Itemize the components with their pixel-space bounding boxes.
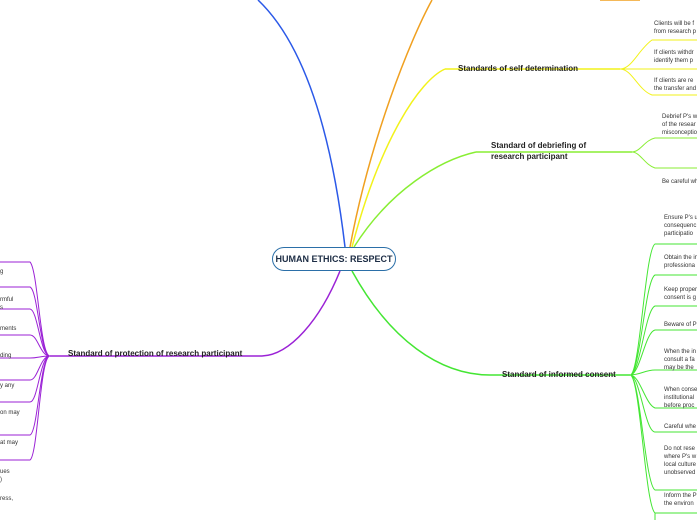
informed-consent-leaf[interactable]: consult a fa <box>664 357 695 363</box>
connector-self-determination <box>351 68 446 248</box>
self-determination-leaf[interactable]: from research p <box>654 29 697 35</box>
connector-blue <box>257 0 346 248</box>
self-determination-leaf[interactable]: Clients will be f <box>654 21 695 27</box>
informed-consent-leaf[interactable]: Obtain the in <box>664 255 697 261</box>
protection-leaf[interactable]: ress, <box>0 496 14 502</box>
informed-consent-leaf[interactable]: the environ <box>664 501 694 507</box>
protection-leaf[interactable]: rmful <box>0 297 14 303</box>
debriefing-leaf[interactable]: of the resear <box>662 122 696 128</box>
connector-debriefing <box>353 151 477 248</box>
debriefing-leaf[interactable]: misconceptio <box>662 130 697 136</box>
protection-leaf[interactable]: ding <box>0 353 12 359</box>
protection-leaf[interactable]: ments <box>0 326 17 332</box>
informed-consent-leaf[interactable]: Ensure P's u <box>664 215 697 221</box>
self-determination-leaf[interactable]: If clients are re <box>654 78 694 84</box>
informed-consent-leaf[interactable]: may be the <box>664 365 694 371</box>
protection-leaf[interactable]: at may <box>0 440 19 446</box>
branch-debriefing[interactable]: Standard of debriefing of research parti… <box>491 141 587 161</box>
branch-informed-consent[interactable]: Standard of informed consent <box>502 370 616 379</box>
informed-consent-leaf[interactable]: where P's w <box>664 454 697 460</box>
informed-consent-leaf[interactable]: participatio <box>664 231 694 237</box>
informed-consent-leaf[interactable]: Keep proper <box>664 287 697 293</box>
central-topic[interactable]: HUMAN ETHICS: RESPECT <box>272 247 396 271</box>
protection-leaf[interactable]: s <box>0 305 3 311</box>
informed-consent-leaf[interactable]: unobserved <box>664 470 696 476</box>
informed-consent-leaf[interactable]: Do not rese <box>664 446 696 452</box>
informed-consent-leaf[interactable]: Beware of P <box>664 322 697 328</box>
branch-self-determination[interactable]: Standards of self determination <box>458 64 579 73</box>
informed-consent-leaf[interactable]: local culture <box>664 462 697 468</box>
connector-orange <box>349 0 433 248</box>
self-determination-leaf[interactable]: If clients withdr <box>654 50 694 56</box>
debriefing-leaf[interactable]: Be careful wh <box>662 179 697 185</box>
informed-consent-leaf[interactable]: consent is g <box>664 295 697 301</box>
informed-consent-leaf[interactable]: Careful whe <box>664 424 697 430</box>
informed-consent-leaf[interactable]: before proc <box>664 403 695 409</box>
connector-informed-consent <box>351 270 491 376</box>
informed-consent-leaf[interactable]: When the in <box>664 349 697 355</box>
protection-leaf[interactable]: ues <box>0 469 10 475</box>
protection-leaf[interactable]: y any <box>0 383 15 389</box>
informed-consent-leaf[interactable]: professiona <box>664 263 696 269</box>
informed-consent-leaf[interactable]: When conse <box>664 387 697 393</box>
protection-leaf[interactable]: on may <box>0 410 20 416</box>
informed-consent-leaf[interactable]: consequenc <box>664 223 697 229</box>
debriefing-leaf[interactable]: Debrief P's w <box>662 114 697 120</box>
self-determination-leaf[interactable]: the transfer and <box>654 86 697 92</box>
informed-consent-leaf[interactable]: Inform the P <box>664 493 697 499</box>
informed-consent-leaf[interactable]: institutional <box>664 395 695 401</box>
protection-leaf[interactable]: ) <box>0 477 2 483</box>
branch-protection[interactable]: Standard of protection of research parti… <box>68 349 243 358</box>
connector-protection <box>261 270 341 357</box>
self-determination-leaf[interactable]: identify them p <box>654 58 694 64</box>
protection-leaf[interactable]: g <box>0 269 4 275</box>
